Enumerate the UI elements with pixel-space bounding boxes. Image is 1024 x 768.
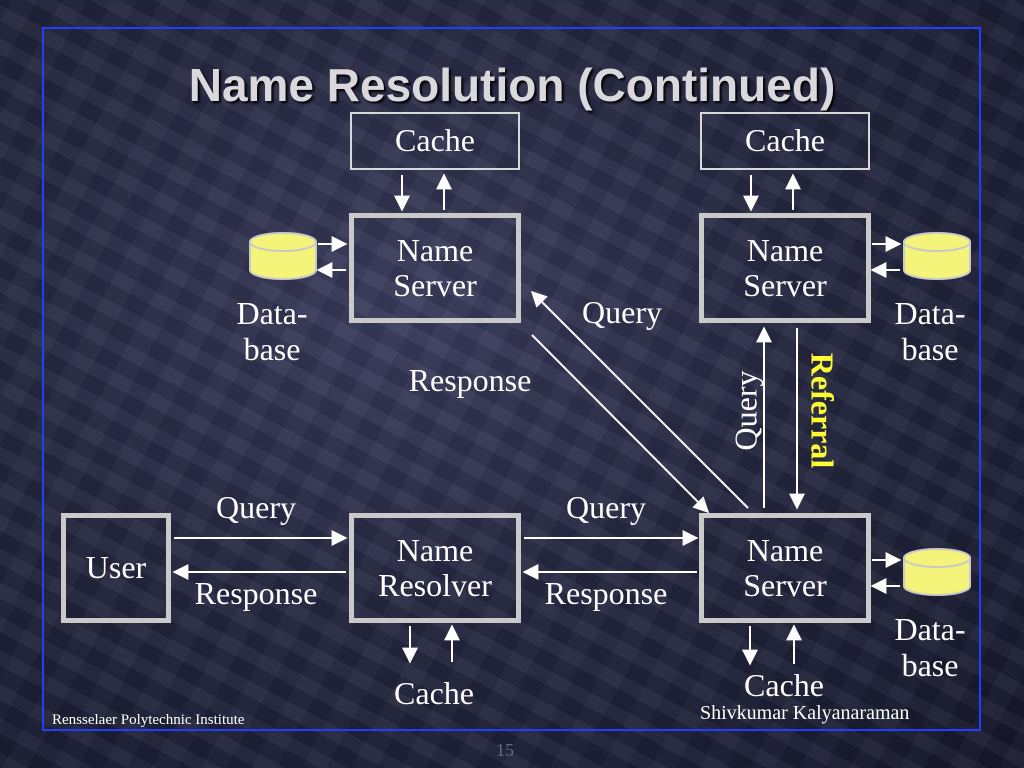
resolver-label-line2: Resolver [378,567,492,603]
name-server-bottom-right: Name Server [699,513,871,623]
edge-label-resolver-response: Response [544,575,668,611]
server-label-line2: Server [743,567,827,603]
server-label-line1: Name [746,531,824,568]
database-icon-br [903,548,971,596]
server-cache-label-bottom-right: Cache [744,667,824,703]
edge-label-diag-query: Query [582,294,662,330]
edge-label-vertical-query: Query [727,370,764,451]
server-label-line2: Server [393,267,477,303]
cache-box-top-left: Cache [350,112,520,170]
arrow-diag-response [531,334,710,514]
name-server-top-left: Name Server [349,213,521,323]
cache-label: Cache [395,122,475,159]
resolver-cache-label: Cache [394,675,474,711]
server-label-line1: Name [396,231,474,268]
edge-label-user-response: Response [194,575,318,611]
arrow-diag-query [530,290,749,509]
cache-box-top-right: Cache [700,112,870,170]
edge-label-user-query: Query [216,489,296,525]
footer-institute: Rensselaer Polytechnic Institute [52,712,245,728]
database-icon-tr [903,232,971,280]
server-label-line1: Name [746,231,824,268]
edge-label-referral: Referral [804,352,841,469]
slide-frame [42,27,981,731]
footer-author: Shivkumar Kalyanaraman [700,702,910,724]
database-label-top-left: Data- base [236,295,308,367]
cache-label: Cache [745,122,825,159]
name-resolver-box: Name Resolver [349,513,521,623]
page-number: 15 [496,740,514,760]
edge-label-diag-response: Response [408,362,532,398]
user-box: User [61,513,171,623]
edge-label-resolver-query: Query [566,489,646,525]
database-label-bottom-right: Data- base [894,611,966,683]
slide-title: Name Resolution (Continued) [188,59,836,111]
server-label-line2: Server [743,267,827,303]
user-label: User [85,549,147,586]
database-label-top-right: Data- base [894,295,966,367]
resolver-label-line1: Name [396,531,474,568]
database-icon-tl [249,232,317,280]
name-server-top-right: Name Server [699,213,871,323]
